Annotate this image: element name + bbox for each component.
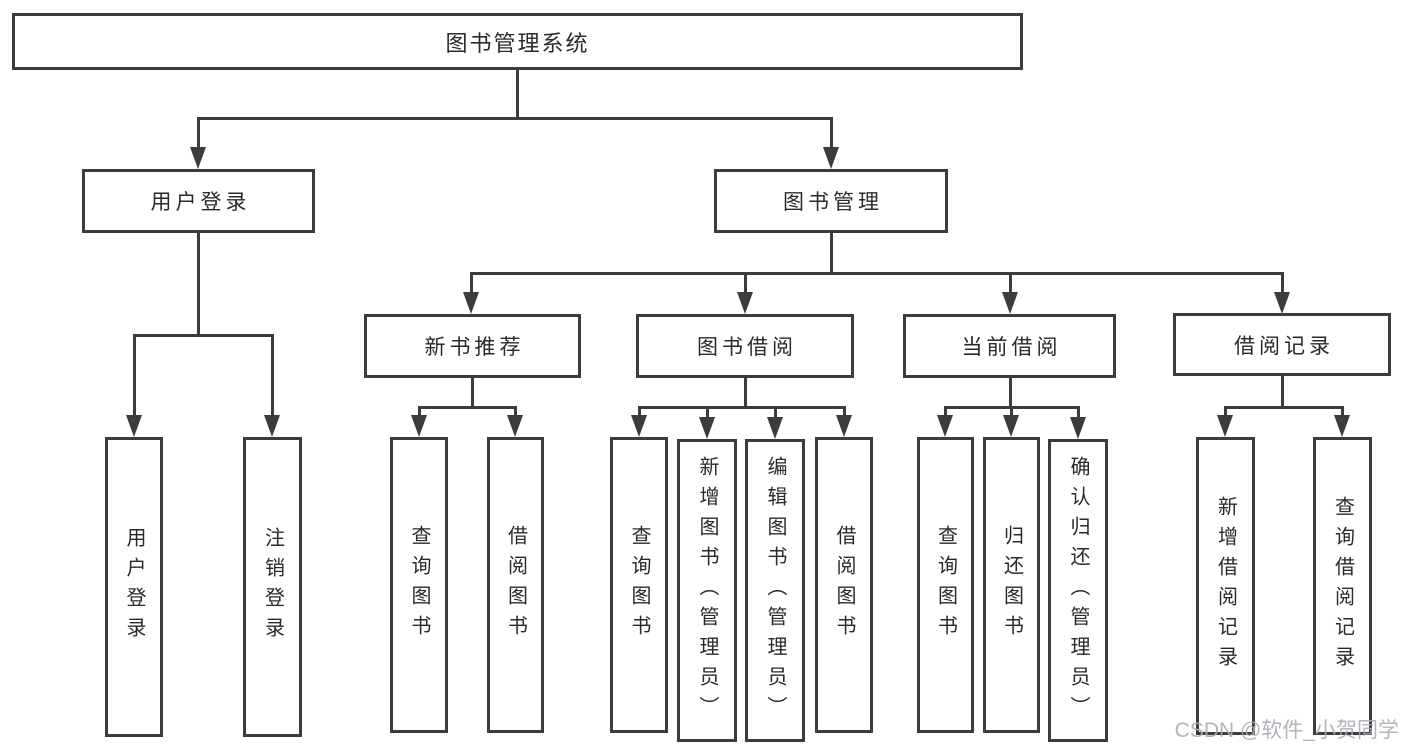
connector-line [638, 406, 641, 415]
leaf-edit-book-admin: 编辑图书（管理员） [745, 439, 805, 742]
connector-line [418, 406, 421, 415]
leaf-add-book-admin: 新增图书（管理员） [677, 439, 737, 742]
leaf-logout-label: 注销登录 [261, 527, 284, 647]
node-borrow-records: 借阅记录 [1173, 313, 1391, 376]
leaf-query-book-1: 查询图书 [390, 437, 448, 733]
connector-line [1281, 272, 1284, 292]
connector-line [774, 406, 777, 417]
connector-line [418, 406, 517, 409]
node-user-login: 用户登录 [82, 169, 315, 233]
arrow-down-icon [1070, 417, 1086, 439]
arrow-down-icon [507, 415, 523, 437]
connector-line [744, 378, 747, 409]
arrow-down-icon [767, 417, 783, 439]
leaf-query-book-3: 查询图书 [917, 437, 974, 733]
leaf-query-borrow-record-label: 查询借阅记录 [1331, 496, 1354, 676]
node-book-management-label: 图书管理 [783, 191, 883, 214]
connector-line [271, 334, 274, 415]
connector-line [1341, 406, 1344, 415]
arrow-down-icon [190, 147, 206, 169]
leaf-return-book: 归还图书 [983, 437, 1040, 733]
leaf-borrow-book-2-label: 借阅图书 [833, 525, 855, 645]
connector-line [1077, 406, 1080, 417]
leaf-edit-book-admin-label: 编辑图书（管理员） [764, 455, 786, 726]
connector-line [638, 406, 846, 409]
arrow-down-icon [1003, 415, 1019, 437]
connector-line [197, 233, 200, 337]
node-root-label: 图书管理系统 [445, 30, 590, 56]
connector-line [1224, 406, 1227, 415]
connector-line [197, 117, 833, 120]
node-current-borrow: 当前借阅 [903, 314, 1116, 378]
leaf-confirm-return-admin-label: 确认归还（管理员） [1067, 455, 1089, 726]
leaf-query-book-3-label: 查询图书 [934, 525, 957, 645]
arrow-down-icon [631, 415, 647, 437]
arrow-down-icon [463, 292, 479, 314]
connector-line [706, 406, 709, 417]
arrow-down-icon [126, 415, 142, 437]
leaf-query-book-2-label: 查询图书 [628, 525, 650, 645]
node-user-login-label: 用户登录 [150, 191, 251, 214]
arrow-down-icon [737, 292, 753, 314]
connector-line [1281, 376, 1284, 409]
watermark: CSDN @软件_小贺同学 [1174, 719, 1399, 742]
arrow-down-icon [411, 415, 427, 437]
node-new-book-recommend: 新书推荐 [364, 314, 581, 378]
leaf-borrow-book-1-label: 借阅图书 [504, 525, 527, 645]
leaf-confirm-return-admin: 确认归还（管理员） [1048, 439, 1108, 742]
leaf-add-book-admin-label: 新增图书（管理员） [696, 455, 718, 726]
connector-line [744, 272, 747, 292]
leaf-return-book-label: 归还图书 [1000, 525, 1023, 645]
leaf-user-login-label: 用户登录 [123, 527, 145, 647]
connector-line [1224, 406, 1344, 409]
arrow-down-icon [264, 415, 280, 437]
node-book-management: 图书管理 [714, 169, 948, 233]
connector-line [197, 117, 200, 147]
connector-line [133, 334, 274, 337]
arrow-down-icon [1274, 292, 1290, 314]
leaf-add-borrow-record: 新增借阅记录 [1196, 437, 1255, 735]
arrow-down-icon [1002, 292, 1018, 314]
node-borrow-records-label: 借阅记录 [1234, 334, 1334, 358]
connector-line [1009, 378, 1012, 409]
arrow-down-icon [1334, 415, 1350, 437]
connector-line [1009, 272, 1012, 292]
connector-line [944, 406, 947, 415]
arrow-down-icon [823, 147, 839, 169]
leaf-add-borrow-record-label: 新增借阅记录 [1214, 496, 1237, 676]
connector-line [830, 117, 833, 147]
leaf-user-login: 用户登录 [105, 437, 163, 737]
connector-line [830, 233, 833, 275]
node-root: 图书管理系统 [12, 13, 1023, 70]
leaf-borrow-book-1: 借阅图书 [487, 437, 544, 733]
node-book-borrow-label: 图书借阅 [697, 336, 797, 359]
connector-line [471, 378, 474, 409]
leaf-query-book-2: 查询图书 [610, 437, 668, 733]
leaf-query-book-1-label: 查询图书 [408, 525, 430, 645]
leaf-query-borrow-record: 查询借阅记录 [1313, 437, 1372, 735]
arrow-down-icon [1217, 415, 1233, 437]
arrow-down-icon [699, 417, 715, 439]
connector-line [843, 406, 846, 415]
node-new-book-recommend-label: 新书推荐 [424, 336, 525, 359]
arrow-down-icon [937, 415, 953, 437]
connector-line [1010, 406, 1013, 415]
node-book-borrow: 图书借阅 [636, 314, 854, 378]
connector-line [514, 406, 517, 415]
connector-line [516, 69, 519, 119]
leaf-logout: 注销登录 [243, 437, 302, 737]
node-current-borrow-label: 当前借阅 [961, 336, 1062, 359]
connector-line [470, 272, 1284, 275]
connector-line [470, 272, 473, 292]
connector-line [133, 334, 136, 415]
leaf-borrow-book-2: 借阅图书 [815, 437, 873, 733]
arrow-down-icon [836, 415, 852, 437]
